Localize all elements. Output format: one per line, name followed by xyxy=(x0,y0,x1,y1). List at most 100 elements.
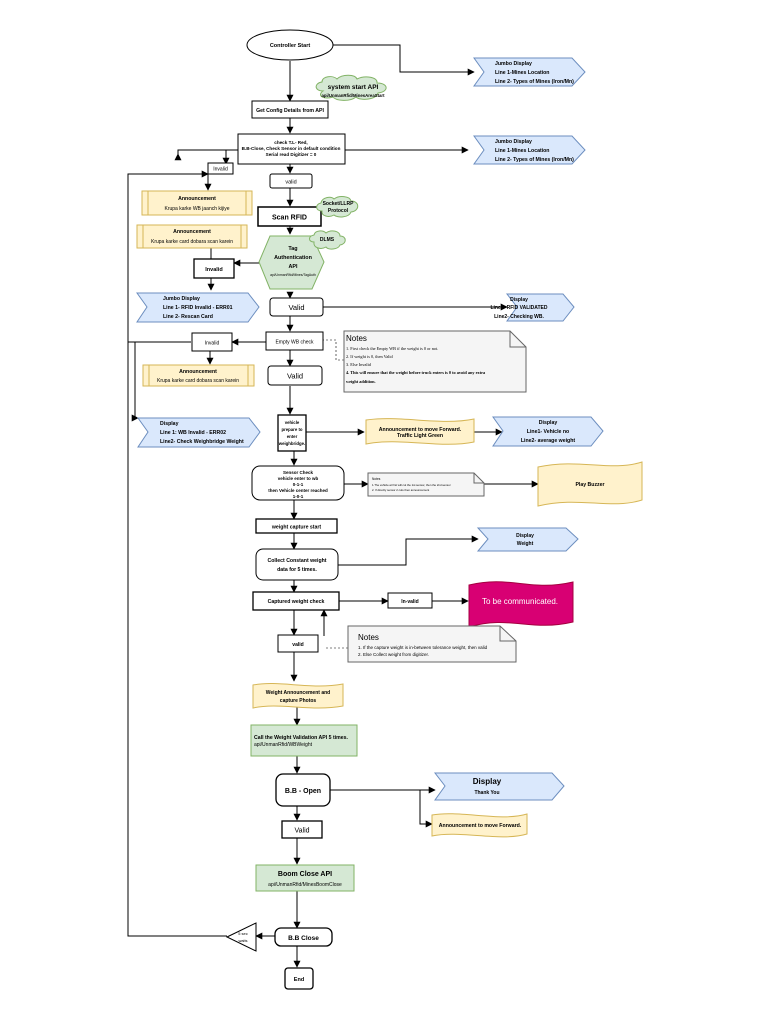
notes2-title: Notes xyxy=(358,633,379,642)
weight-announcement: Weight Announcement and capture Photos xyxy=(252,683,344,709)
jumbo-display-3: Jumbo Display Line 1- RFID Invalid - ERR… xyxy=(136,292,260,323)
sensor-check-box: Sensor Check vehicle enter to wb 0-1-1 t… xyxy=(251,465,345,501)
end-node: End xyxy=(284,967,314,990)
notes-2: Notes 1. If the capture weight is in-bet… xyxy=(347,625,517,663)
announcement-1: Announcement Krupa karke WB jaanch kijiy… xyxy=(141,190,253,216)
notes-small-title: Notes xyxy=(372,477,381,481)
display-4: Display Weight xyxy=(476,527,579,552)
collect-line2: data for 5 times. xyxy=(277,567,317,573)
ann3-title: Announcement xyxy=(179,369,217,375)
tbc-label: To be communicated. xyxy=(482,597,558,606)
tag-line2: Authentication xyxy=(274,255,312,261)
play-buzzer: Play Buzzer xyxy=(537,461,643,507)
ann2-text: Krupa karke card dobara scan karein xyxy=(151,239,233,245)
notes1-line5: weight addition. xyxy=(346,379,376,384)
call-api-line2: api/UnmanRfid/WBWeight xyxy=(254,742,313,748)
valid4-label: valid xyxy=(292,642,303,648)
notes1-line3: 3. Else Invalid xyxy=(346,362,372,367)
jumbo-display-2: Jumbo Display Line 1-Mines Location Line… xyxy=(473,135,586,165)
wait-line1: 5 sec xyxy=(238,931,248,936)
display1-line2: Line2- Checking WB. xyxy=(494,314,544,320)
sensor-line5: 1-0-1 xyxy=(293,494,304,499)
captured-weight-check-box: Captured weight check xyxy=(252,591,340,611)
invalid-4-box: In-valid xyxy=(387,592,433,609)
collect-line1: Collect Constant weight xyxy=(267,558,326,564)
display2-line2: Line2- average weight xyxy=(521,438,575,444)
tag-line1: Tag xyxy=(288,246,297,252)
display2-line1: Line1- Vehicle no xyxy=(527,429,569,435)
announcement-3: Announcement Krupa karke card dobara sca… xyxy=(142,364,255,387)
announcement-2: Announcement Krupa karke card dobara sca… xyxy=(136,224,248,249)
jumbo2-line1: Line 1-Mines Location xyxy=(495,148,549,154)
ann-fwd-line1: Announcement to move Forward. xyxy=(379,427,462,433)
invalid4-label: In-valid xyxy=(401,599,419,605)
invalid-3-box: Invalid xyxy=(191,332,233,352)
dlms-label: DLMS xyxy=(320,237,335,243)
jumbo2-title: Jumbo Display xyxy=(495,139,532,145)
ann1-text: Krupa karke WB jaanch kijiye xyxy=(164,206,229,212)
notes2-line1: 1. If the capture weight is in-between t… xyxy=(358,645,488,650)
socket-cloud: Socket/LLRP Protocol xyxy=(316,196,359,218)
jumbo-display-1: Jumbo Display Line 1-Mines Location Line… xyxy=(473,57,586,87)
jumbo3-title: Jumbo Display xyxy=(163,296,200,302)
valid-2-box: Valid xyxy=(269,297,324,317)
display4-line1: Weight xyxy=(517,541,534,547)
controller-start-label: Controller Start xyxy=(270,43,311,49)
sensor-line2: vehicle enter to wb xyxy=(278,476,319,481)
bb-close-box: B.B Close xyxy=(274,927,333,947)
valid1-label: valid xyxy=(285,180,296,186)
ann-fwd2-label: Announcement to move Forward. xyxy=(439,823,522,829)
tag-line4: api/UnmanRfid/Mines/TagAuth xyxy=(270,273,316,277)
notes1-line4: 4. This will ensure that the weight befo… xyxy=(346,370,486,375)
socket-line1: Socket/LLRP xyxy=(323,201,355,207)
weight-ann-line1: Weight Announcement and xyxy=(266,690,330,696)
valid-1-box: valid xyxy=(269,173,313,189)
vehicle-line3: enter xyxy=(287,434,298,439)
display5-line1: Thank You xyxy=(474,790,499,796)
bb-open-label: B.B - Open xyxy=(285,788,321,795)
tag-auth-hexagon: Tag Authentication API api/UnmanRfid/Min… xyxy=(258,235,325,290)
display2-title: Display xyxy=(539,420,558,426)
jumbo3-line2: Line 2- Rescan Card xyxy=(163,314,213,320)
empty-wb-check-box: Empty WB check xyxy=(265,331,324,351)
system-start-api-cloud: system start API api/UnmanRfid/MinesArea… xyxy=(315,74,387,101)
wait-line2: waits xyxy=(238,938,247,943)
sensor-line1: Sensor Check xyxy=(283,470,314,475)
get-config-label: Get Config Details from API xyxy=(256,108,324,114)
tag-line3: API xyxy=(289,264,298,270)
boom-path: api/UnmanRfid/MinesBoomClose xyxy=(268,882,342,888)
notes2-line2: 2. Else Collect weight from digitizer. xyxy=(358,652,429,657)
display4-title: Display xyxy=(516,533,534,539)
notes-small-line1: 1.The vehicle at first will cut the 1st … xyxy=(372,483,451,487)
announcement-forward: Announcement to move Forward. Traffic Li… xyxy=(365,418,475,445)
notes-small-line2: 2. If directly sensor 2 cuts then announ… xyxy=(372,488,429,492)
captured-label: Captured weight check xyxy=(268,599,325,605)
valid3-label: Valid xyxy=(287,372,303,381)
buzzer-label: Play Buzzer xyxy=(575,482,604,488)
end-label: End xyxy=(294,977,304,983)
api-start-path: api/UnmanRfid/MinesAreaStart xyxy=(321,93,385,98)
ann1-title: Announcement xyxy=(178,196,216,202)
check-box: check T.L- Red, B.B-Close, Check Sensor … xyxy=(237,133,346,165)
jumbo1-line2: Line 2- Types of Mines (Iron/Mn) xyxy=(495,79,574,85)
collect-weight-box: Collect Constant weight data for 5 times… xyxy=(255,548,339,581)
ann3-text: Krupa karke card dobara scan karein xyxy=(157,378,239,384)
wait-triangle: 5 sec waits xyxy=(225,922,257,952)
jumbo1-line1: Line 1-Mines Location xyxy=(495,70,549,76)
jumbo1-title: Jumbo Display xyxy=(495,61,532,67)
check-line3: Serial read Digitizer = 0 xyxy=(266,152,317,157)
display-3: Display Line 1: WB Invalid - ERR02 Line2… xyxy=(137,417,261,448)
weight-capture-start-box: weight capture start xyxy=(255,518,338,534)
notes-1: Notes 1. First check the Empty WB if the… xyxy=(343,330,527,393)
sensor-line4: then Vehicle center reached xyxy=(268,488,328,493)
valid-5-box: Valid xyxy=(281,820,323,839)
notes1-title: Notes xyxy=(346,334,367,343)
display1-title: Display xyxy=(510,297,528,303)
wcs-label: weight capture start xyxy=(271,525,322,531)
notes1-line1: 1. First check the Empty WB if the weigh… xyxy=(346,346,438,351)
vehicle-line1: vehicle xyxy=(285,420,300,425)
controller-start-node: Controller Start xyxy=(246,29,334,61)
scan-label: Scan RFID xyxy=(272,215,307,222)
invalid3-label: Invalid xyxy=(205,341,220,347)
notes1-line2: 2. If weight is 0, then Valid xyxy=(346,354,394,360)
